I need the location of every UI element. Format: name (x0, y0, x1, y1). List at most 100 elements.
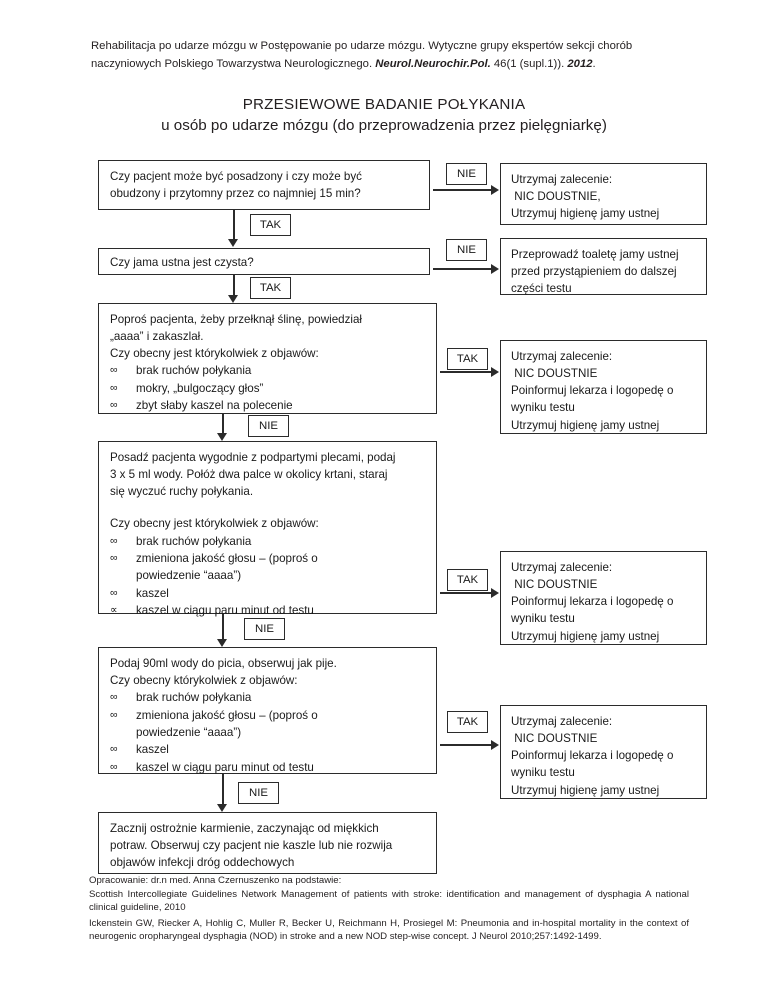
connector-step4-outcome4 (440, 592, 493, 594)
connector-step4-step5 (222, 614, 224, 640)
bullet-marker-icon: ∞ (110, 691, 118, 704)
step-1-line-1: obudzony i przytomny przez co najmniej 1… (110, 187, 361, 201)
list-item-label: brak ruchów połykania (136, 364, 252, 378)
step-3-symptom-list: ∞ brak ruchów połykania ∞ mokry, „bulgoc… (110, 362, 427, 414)
footer-reference-2: Ickenstein GW, Riecker A, Hohlig C, Mull… (89, 917, 689, 943)
list-item: ∞ zmieniona jakość głosu – (poproś o (110, 550, 427, 567)
step-2-line-0: Czy jama ustna jest czysta? (110, 256, 254, 269)
outcome-4-line-0: Utrzymaj zalecenie: (511, 561, 613, 574)
outcome-4-line-3: wyniku testu (511, 612, 575, 626)
step-3-line-2: Czy obecny jest którykolwiek z objawów: (110, 347, 319, 361)
arrow-down-icon (228, 295, 238, 303)
branch-label-nie-1: NIE (446, 163, 487, 185)
outcome-box-4: Utrzymaj zalecenie: NIC DOUSTNIE Poinfor… (500, 551, 707, 645)
step-box-2: Czy jama ustna jest czysta? (98, 248, 430, 275)
outcome-3-line-0: Utrzymaj zalecenie: (511, 350, 613, 363)
outcome-4-line-2: Poinformuj lekarza i logopedę o (511, 595, 674, 609)
list-item: ∞ kaszel (110, 741, 427, 758)
connector-step2-outcome2 (433, 268, 493, 270)
step-4-line-2: się wyczuć ruchy połykania. (110, 485, 254, 499)
branch-label-nie-4: NIE (244, 618, 285, 640)
branch-label-nie-3: NIE (248, 415, 289, 437)
list-item-label: zmieniona jakość głosu – (poproś o (136, 552, 318, 566)
outcome-1-line-2: Utrzymuj higienę jamy ustnej (511, 207, 660, 221)
outcome-3-line-3: wyniku testu (511, 401, 575, 415)
list-item-label: kaszel w ciągu paru minut od testu (136, 760, 314, 774)
outcome-box-2: Przeprowadź toaletę jamy ustnej przed pr… (500, 238, 707, 295)
step-4-line-4: Czy obecny jest którykolwiek z objawów: (110, 517, 319, 531)
list-item: ∞ kaszel w ciągu paru minut od testu (110, 759, 427, 776)
branch-label-tak-1: TAK (250, 214, 291, 236)
list-item: ∞ brak ruchów połykania (110, 362, 427, 379)
outcome-5-line-2: Poinformuj lekarza i logopedę o (511, 749, 674, 763)
step-3-line-0: Poproś pacjenta, żeby przełknął ślinę, p… (110, 313, 362, 326)
list-item-label: brak ruchów połykania (136, 534, 252, 548)
source-citation: Rehabilitacja po udarze mózgu w Postępow… (91, 38, 691, 73)
outcome-2-line-0: Przeprowadź toaletę jamy ustnej (511, 248, 679, 261)
branch-label-tak-4: TAK (447, 569, 488, 591)
outcome-1-line-0: Utrzymaj zalecenie: (511, 173, 613, 186)
list-item-continuation: powiedzenie “aaaa”) (110, 724, 427, 741)
footer-references: Opracowanie: dr.n med. Anna Czernuszenko… (89, 874, 689, 944)
footer-author: Opracowanie: dr.n med. Anna Czernuszenko… (89, 875, 342, 886)
outcome-5-line-3: wyniku testu (511, 766, 575, 780)
list-item: ∞ zmieniona jakość głosu – (poproś o (110, 707, 427, 724)
bullet-marker-icon: ∞ (110, 364, 118, 377)
arrow-down-icon (217, 433, 227, 441)
list-item: ∝ kaszel w ciągu paru minut od testu (110, 602, 427, 619)
arrow-right-icon (491, 367, 499, 377)
branch-label-nie-5: NIE (238, 782, 279, 804)
list-item: ∞ brak ruchów połykania (110, 689, 427, 706)
outcome-5-line-0: Utrzymaj zalecenie: (511, 715, 613, 728)
bullet-marker-icon: ∞ (110, 399, 118, 412)
outcome-3-line-2: Poinformuj lekarza i logopedę o (511, 384, 674, 398)
branch-label-tak-5: TAK (447, 711, 488, 733)
outcome-3-line-4: Utrzymuj higienę jamy ustnej (511, 418, 660, 432)
outcome-1-line-1: NIC DOUSTNIE, (511, 190, 601, 204)
list-item-label: zmieniona jakość głosu – (poproś o (136, 708, 318, 722)
arrow-right-icon (491, 264, 499, 274)
step-6-line-0: Zacznij ostrożnie karmienie, zaczynając … (110, 822, 379, 835)
list-item: ∞ zbyt słaby kaszel na polecenie (110, 397, 427, 414)
list-item-label: brak ruchów połykania (136, 691, 252, 705)
bullet-marker-icon: ∞ (110, 586, 118, 599)
citation-line-1: Rehabilitacja po udarze mózgu w Postępow… (91, 40, 633, 52)
connector-step1-outcome1 (433, 189, 493, 191)
arrow-right-icon (491, 740, 499, 750)
list-item: ∞ mokry, „bulgoczący głos” (110, 380, 427, 397)
branch-label-nie-2: NIE (446, 239, 487, 261)
list-item-label: mokry, „bulgoczący głos” (136, 381, 264, 395)
outcome-2-line-1: przed przystąpieniem do dalszej (511, 265, 677, 279)
connector-step5-outcome5 (440, 744, 493, 746)
footer-reference-1: Scottish Intercollegiate Guidelines Netw… (89, 888, 689, 914)
outcome-3-line-1: NIC DOUSTNIE (511, 367, 598, 381)
arrow-down-icon (217, 639, 227, 647)
connector-step2-step3 (233, 275, 235, 296)
bullet-marker-icon: ∞ (110, 534, 118, 547)
connector-step3-step4 (222, 414, 224, 434)
bullet-marker-icon: ∞ (110, 760, 118, 773)
arrow-down-icon (217, 804, 227, 812)
outcome-2-line-2: części testu (511, 282, 572, 296)
bullet-marker-icon: ∞ (110, 552, 118, 565)
bullet-marker-icon: ∞ (110, 381, 118, 394)
step-4-spacer (110, 500, 427, 515)
journal-name: Neurol.Neurochir.Pol. (375, 57, 491, 70)
step-box-3: Poproś pacjenta, żeby przełknął ślinę, p… (98, 303, 437, 414)
title-line-1: PRZESIEWOWE BADANIE POŁYKANIA (242, 96, 526, 113)
step-4-line-1: 3 x 5 ml wody. Połóż dwa palce w okolicy… (110, 468, 388, 482)
bullet-marker-icon: ∝ (110, 604, 118, 617)
arrow-down-icon (228, 239, 238, 247)
step-box-1: Czy pacjent może być posadzony i czy moż… (98, 160, 430, 210)
outcome-5-line-1: NIC DOUSTNIE (511, 732, 598, 746)
citation-line-2: naczyniowych Polskiego Towarzystwa Neuro… (91, 57, 376, 70)
step-box-5: Podaj 90ml wody do picia, obserwuj jak p… (98, 647, 437, 774)
step-5-line-1: Czy obecny którykolwiek z objawów: (110, 674, 298, 688)
step-4-symptom-list: ∞ brak ruchów połykania ∞ zmieniona jako… (110, 533, 427, 620)
list-item-label: zbyt słaby kaszel na polecenie (136, 399, 293, 413)
branch-label-tak-3: TAK (447, 348, 488, 370)
step-6-line-2: objawów infekcji dróg oddechowych (110, 856, 295, 870)
list-item-label: kaszel (136, 586, 169, 600)
arrow-right-icon (491, 588, 499, 598)
